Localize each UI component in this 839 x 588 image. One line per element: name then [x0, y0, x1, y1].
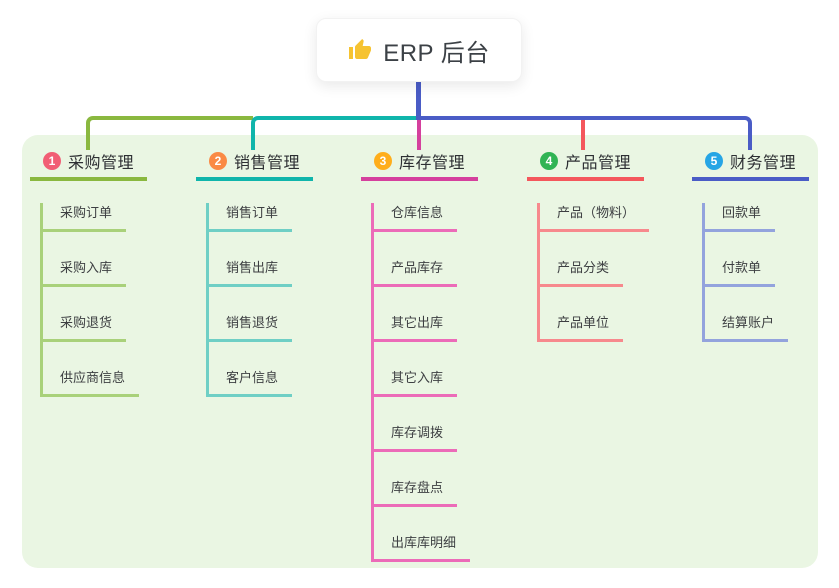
branch-inventory-child-1[interactable]: 产品库存 — [374, 258, 458, 287]
thumbs-up-icon — [348, 38, 372, 62]
branch-finance-number-badge: 5 — [705, 151, 723, 170]
branch-inventory: 3 库存管理仓库信息产品库存其它出库其它入库库存调拨库存盘点出库库明细 — [361, 149, 527, 562]
branch-finance-children: 回款单付款单结算账户 — [702, 203, 839, 342]
branch-sales-child-2[interactable]: 销售退货 — [209, 313, 293, 342]
branch-purchase-number-badge: 1 — [43, 151, 61, 170]
connector-branch-finance — [417, 116, 752, 150]
branch-sales-label: 销售管理 — [234, 154, 301, 172]
branch-purchase: 1 采购管理采购订单采购入库采购退货供应商信息 — [30, 149, 196, 397]
connector-branch-purchase — [86, 116, 253, 150]
connector-branch-inventory — [417, 120, 421, 150]
branch-inventory-child-2[interactable]: 其它出库 — [374, 313, 458, 342]
branch-finance-label: 财务管理 — [730, 154, 797, 172]
branch-finance-child-1[interactable]: 付款单 — [705, 258, 776, 287]
branch-inventory-child-6[interactable]: 出库库明细 — [374, 533, 471, 562]
branch-sales-number-badge: 2 — [209, 151, 227, 170]
branch-inventory-child-4[interactable]: 库存调拨 — [374, 423, 458, 452]
root-node[interactable]: ERP 后台 — [316, 18, 522, 82]
branch-purchase-child-2[interactable]: 采购退货 — [43, 313, 127, 342]
branch-purchase-child-1[interactable]: 采购入库 — [43, 258, 127, 287]
branch-inventory-node[interactable]: 3 库存管理 — [361, 149, 478, 181]
branch-inventory-child-0[interactable]: 仓库信息 — [374, 203, 458, 232]
branch-product-number-badge: 4 — [540, 151, 558, 170]
branch-product-child-1[interactable]: 产品分类 — [540, 258, 624, 287]
connector-branch-product — [581, 120, 585, 150]
branch-sales-child-0[interactable]: 销售订单 — [209, 203, 293, 232]
root-title: ERP 后台 — [383, 39, 490, 67]
branch-inventory-child-3[interactable]: 其它入库 — [374, 368, 458, 397]
branch-purchase-children: 采购订单采购入库采购退货供应商信息 — [40, 203, 196, 397]
branch-sales-node[interactable]: 2 销售管理 — [196, 149, 313, 181]
branch-finance: 5 财务管理回款单付款单结算账户 — [692, 149, 839, 342]
branch-sales: 2 销售管理销售订单销售出库销售退货客户信息 — [196, 149, 362, 397]
branch-purchase-label: 采购管理 — [68, 154, 135, 172]
branch-sales-child-3[interactable]: 客户信息 — [209, 368, 293, 397]
branch-sales-children: 销售订单销售出库销售退货客户信息 — [206, 203, 362, 397]
branches-panel — [22, 135, 818, 568]
branch-inventory-number-badge: 3 — [374, 151, 392, 170]
root-connector-line — [416, 82, 421, 120]
branch-product-node[interactable]: 4 产品管理 — [527, 149, 644, 181]
branch-purchase-child-3[interactable]: 供应商信息 — [43, 368, 140, 397]
branch-product-children: 产品（物料） 产品分类产品单位 — [537, 203, 693, 342]
branch-product: 4 产品管理产品（物料） 产品分类产品单位 — [527, 149, 693, 342]
branch-finance-node[interactable]: 5 财务管理 — [692, 149, 809, 181]
branch-inventory-label: 库存管理 — [399, 154, 466, 172]
branch-purchase-node[interactable]: 1 采购管理 — [30, 149, 147, 181]
branch-inventory-children: 仓库信息产品库存其它出库其它入库库存调拨库存盘点出库库明细 — [371, 203, 527, 562]
branch-sales-child-1[interactable]: 销售出库 — [209, 258, 293, 287]
branch-finance-child-2[interactable]: 结算账户 — [705, 313, 789, 342]
branch-purchase-child-0[interactable]: 采购订单 — [43, 203, 127, 232]
branch-finance-child-0[interactable]: 回款单 — [705, 203, 776, 232]
branch-product-label: 产品管理 — [565, 154, 632, 172]
branch-product-child-2[interactable]: 产品单位 — [540, 313, 624, 342]
connector-branch-sales — [251, 116, 417, 150]
branch-inventory-child-5[interactable]: 库存盘点 — [374, 478, 458, 507]
branch-product-child-0[interactable]: 产品（物料） — [540, 203, 650, 232]
